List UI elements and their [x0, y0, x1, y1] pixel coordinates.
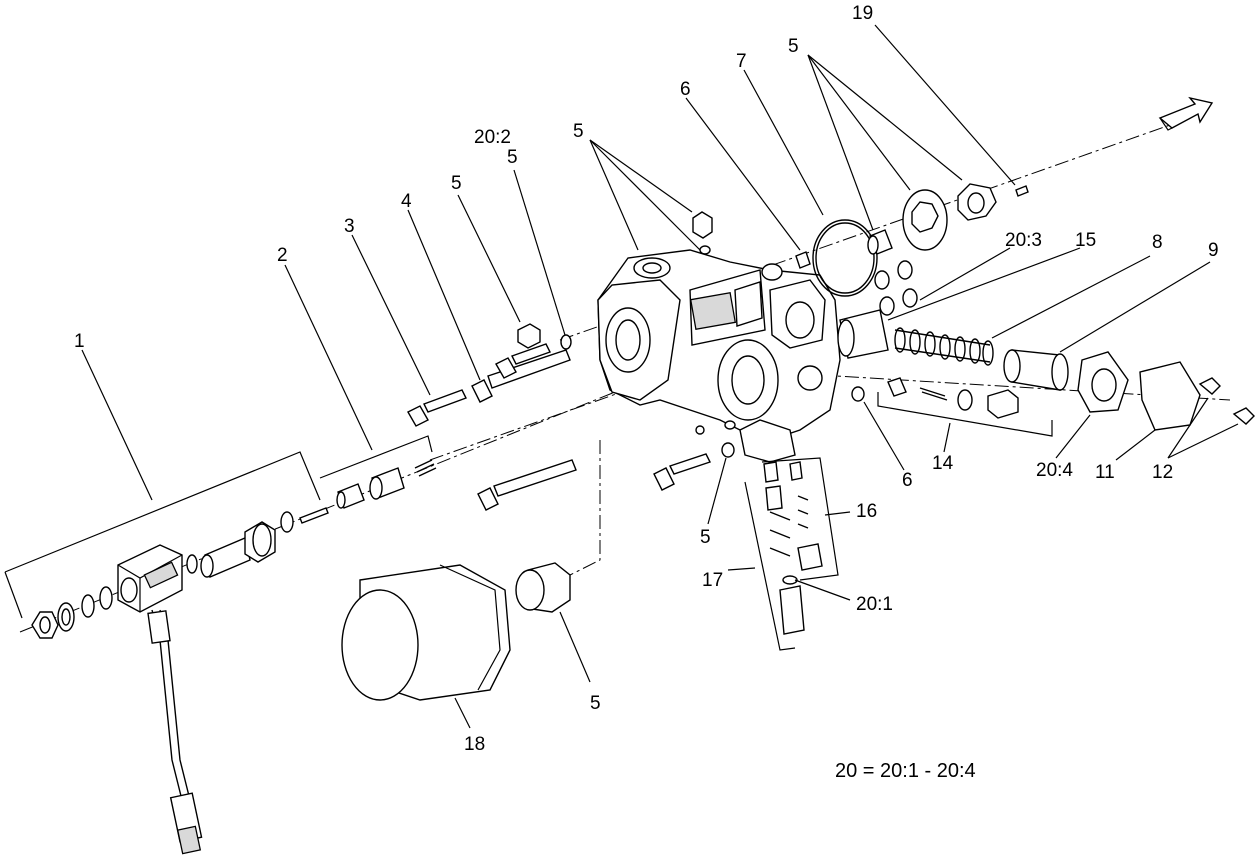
- callout-5-under-20-2: 5: [507, 147, 518, 168]
- callout-9: 9: [1208, 240, 1219, 261]
- callout-18: 18: [464, 734, 485, 755]
- callout-11: 11: [1095, 462, 1115, 483]
- callout-14: 14: [932, 453, 954, 474]
- callout-15: 15: [1075, 230, 1096, 251]
- parts-16-17-cartridges: [721, 442, 823, 635]
- callout-20-4: 20:4: [1036, 460, 1073, 481]
- main-valve-housing: [597, 249, 841, 463]
- callout-4: 4: [401, 191, 412, 212]
- callout-8: 8: [1152, 232, 1163, 253]
- callout-1: 1: [74, 331, 85, 352]
- callout-6-top: 6: [680, 79, 691, 100]
- parts-3-4-bolts: [407, 343, 711, 511]
- callout-20-1: 20:1: [856, 594, 893, 615]
- direction-arrow-icon: [1158, 96, 1214, 131]
- housing-fitting: [692, 211, 713, 255]
- callout-6-bottom: 6: [902, 470, 913, 491]
- part-1-solenoid-assembly: [31, 511, 294, 855]
- callout-19: 19: [852, 3, 873, 24]
- callout-5-bottom-center: 5: [700, 527, 711, 548]
- callout-16: 16: [856, 501, 877, 522]
- part-2-spool-set: [299, 459, 437, 524]
- part-18-filter: [341, 562, 571, 701]
- callout-5-top-left: 5: [451, 173, 462, 194]
- leader-lines: [4, 24, 1239, 729]
- callout-5-top-right: 5: [788, 36, 799, 57]
- callout-20-2: 20:2: [474, 127, 511, 148]
- part-14-relief-valve: [851, 377, 1019, 419]
- callout-5-housing: 5: [573, 121, 584, 142]
- callout-7: 7: [736, 51, 747, 72]
- footnote-legend: 20 = 20:1 - 20:4: [835, 760, 976, 782]
- callout-12: 12: [1152, 462, 1173, 483]
- callout-20-3: 20:3: [1005, 230, 1042, 251]
- callout-17: 17: [702, 570, 723, 591]
- callout-labels: 1 2 3 4 5 20:2 5 5 6 7 5 19 20:3 15 8 9 …: [74, 3, 1219, 782]
- callout-5-bottom: 5: [590, 693, 601, 714]
- callout-2: 2: [277, 245, 288, 266]
- parts-6-7-rotor-set: [795, 183, 1029, 316]
- parts-8-9-11-12-15-spring-set: [837, 309, 1255, 431]
- callout-3: 3: [344, 216, 355, 237]
- part-5-plug-left: [517, 323, 572, 350]
